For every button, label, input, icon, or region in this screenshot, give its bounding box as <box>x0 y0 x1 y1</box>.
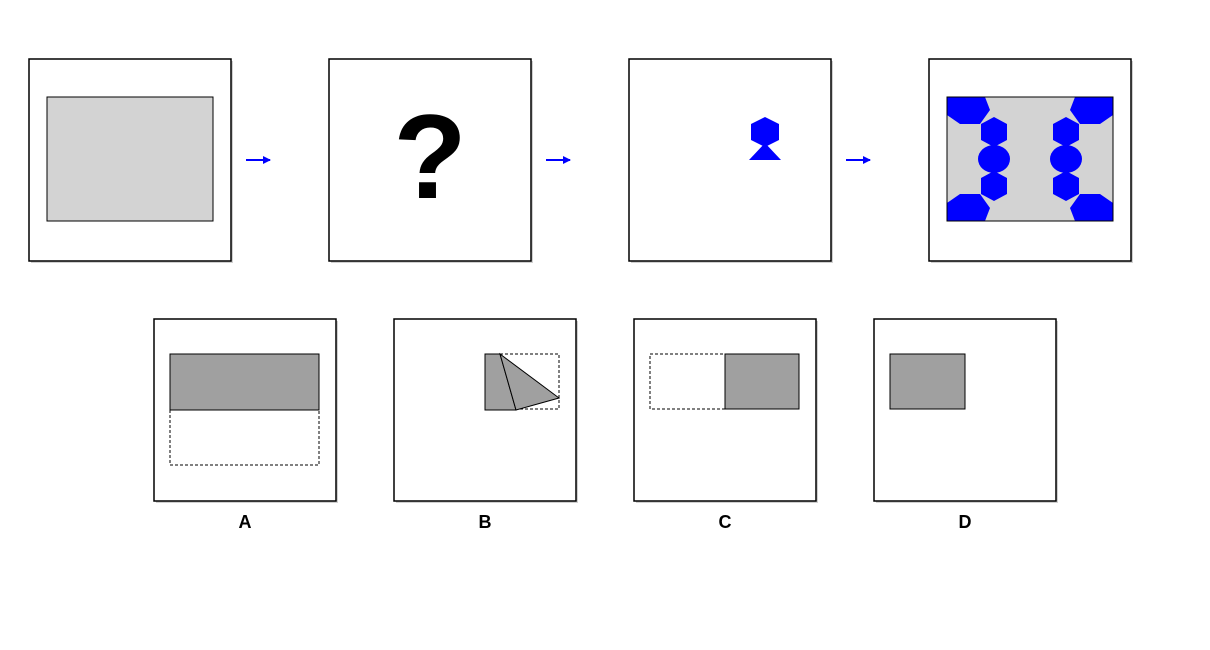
step-1-panel <box>28 58 233 263</box>
step-4-panel <box>928 58 1133 263</box>
question-mark: ? <box>393 90 466 224</box>
option-a-label: A <box>239 512 252 532</box>
option-c[interactable] <box>633 318 818 503</box>
paper-sheet <box>46 96 214 222</box>
step-2-panel: ? <box>328 58 533 263</box>
option-b[interactable] <box>393 318 578 503</box>
dashed-outline <box>169 409 320 466</box>
option-c-label: C <box>719 512 732 532</box>
folded-region <box>169 353 320 411</box>
folded-region <box>724 353 800 410</box>
option-d[interactable] <box>873 318 1058 503</box>
folded-flap <box>499 352 561 411</box>
step-3-panel <box>628 58 833 263</box>
option-b-label: B <box>479 512 492 532</box>
option-d-label: D <box>959 512 972 532</box>
option-a[interactable] <box>153 318 338 503</box>
cut-shape <box>749 117 781 160</box>
folded-region <box>889 353 966 410</box>
cut-holes <box>947 97 1113 221</box>
dashed-outline <box>649 353 726 410</box>
